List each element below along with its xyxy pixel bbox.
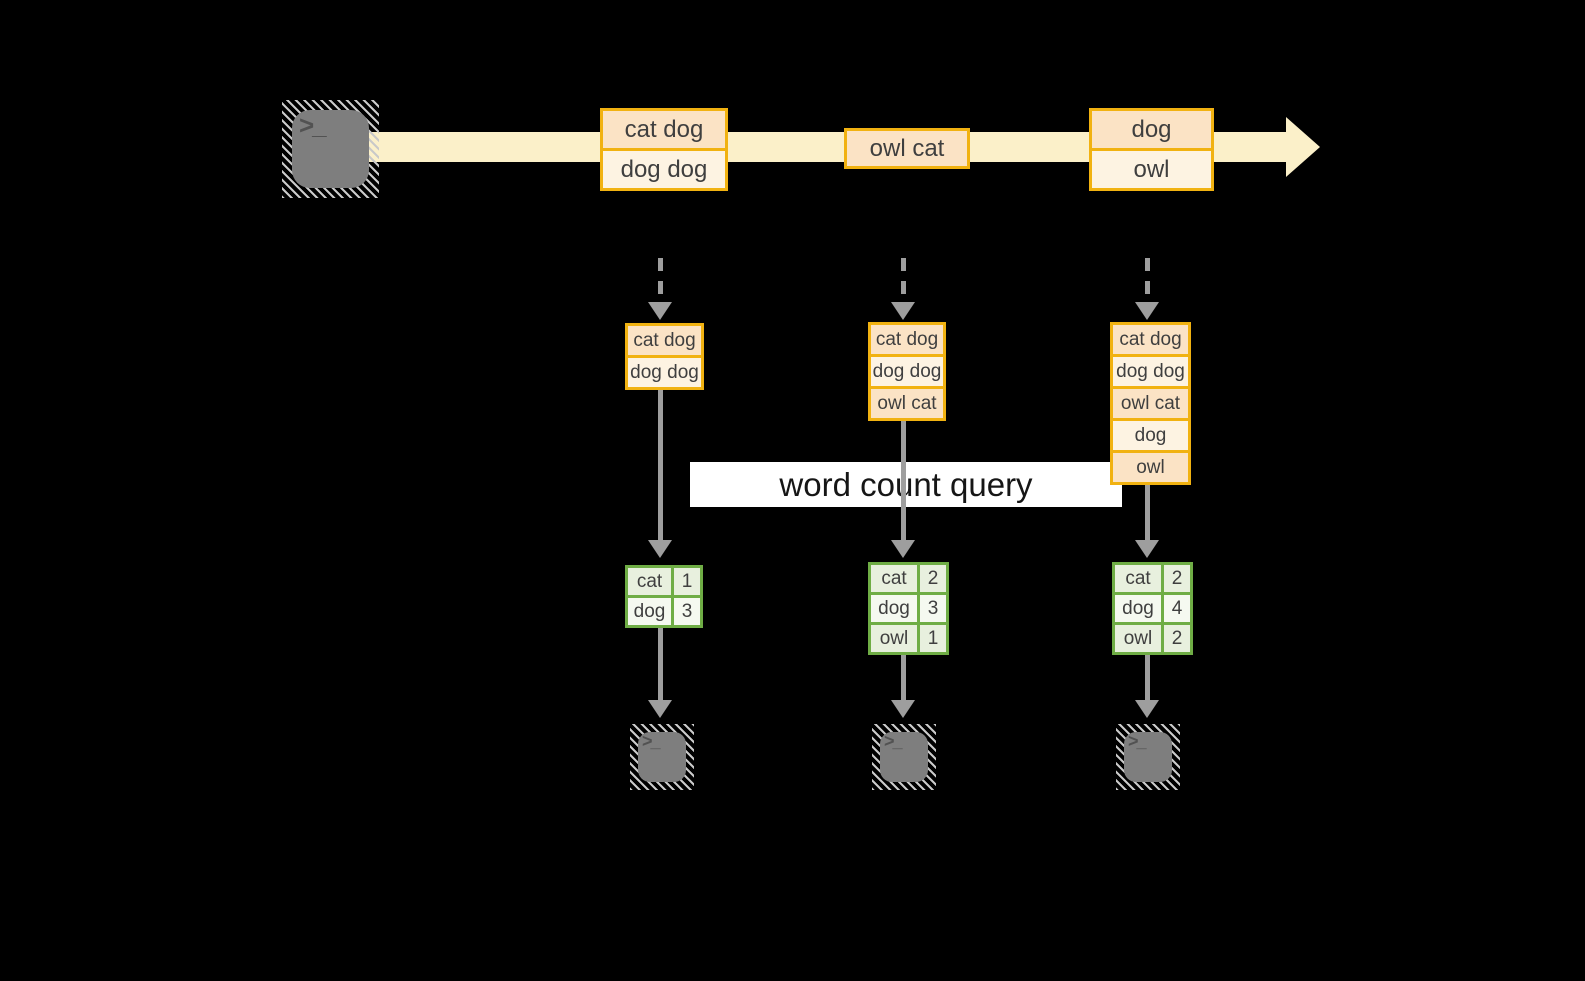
count-table-1: cat 1 dog 3 — [625, 565, 703, 628]
queue-item: cat dog — [871, 325, 943, 354]
ingest-arrow-2 — [901, 258, 906, 302]
stream-batch-3: dog owl — [1089, 108, 1214, 191]
queue-item: owl — [1113, 450, 1188, 482]
word-cell: dog — [628, 598, 671, 625]
count-cell: 2 — [920, 565, 946, 592]
stream-message: owl — [1092, 148, 1211, 188]
query-arrowhead-2 — [891, 540, 915, 558]
word-cell: dog — [871, 595, 917, 622]
queue-item: owl cat — [871, 386, 943, 418]
count-cell: 3 — [920, 595, 946, 622]
queue-item: cat dog — [628, 326, 701, 355]
output-arrowhead-3 — [1135, 700, 1159, 718]
word-cell: cat — [1115, 565, 1161, 592]
stream-message: owl cat — [847, 131, 967, 166]
stream-message: dog dog — [603, 148, 725, 188]
terminal-screen — [1124, 732, 1172, 782]
word-cell: cat — [871, 565, 917, 592]
query-arrow-2 — [901, 417, 906, 540]
count-cell: 1 — [920, 625, 946, 652]
queue-item: cat dog — [1113, 325, 1188, 354]
output-arrow-1 — [658, 626, 663, 700]
message-queue-1: cat dog dog dog — [625, 323, 704, 390]
word-cell: dog — [1115, 595, 1161, 622]
queue-item: dog — [1113, 418, 1188, 450]
ingest-arrow-3 — [1145, 258, 1150, 302]
count-cell: 1 — [674, 568, 700, 595]
ingest-arrowhead-3 — [1135, 302, 1159, 320]
word-cell: owl — [871, 625, 917, 652]
stream-arrowhead-icon — [1286, 117, 1320, 177]
count-cell: 4 — [1164, 595, 1190, 622]
count-cell: 2 — [1164, 565, 1190, 592]
query-arrow-1 — [658, 390, 663, 540]
terminal-screen — [638, 732, 686, 782]
queue-item: dog dog — [1113, 354, 1188, 386]
terminal-screen — [292, 110, 369, 188]
output-arrowhead-2 — [891, 700, 915, 718]
count-table-2: cat 2 dog 3 owl 1 — [868, 562, 949, 655]
message-queue-3: cat dog dog dog owl cat dog owl — [1110, 322, 1191, 485]
output-arrowhead-1 — [648, 700, 672, 718]
stream-message: cat dog — [603, 111, 725, 148]
queue-item: dog dog — [871, 354, 943, 386]
terminal-prompt-icon: >_ — [884, 731, 902, 751]
ingest-arrow-1 — [658, 258, 663, 302]
stream-batch-2: owl cat — [844, 128, 970, 169]
sink-terminal-icon-3: >_ — [1116, 724, 1180, 790]
word-cell: cat — [628, 568, 671, 595]
word-cell: owl — [1115, 625, 1161, 652]
output-arrow-3 — [1145, 653, 1150, 700]
sink-terminal-icon-2: >_ — [872, 724, 936, 790]
output-arrow-2 — [901, 653, 906, 700]
source-terminal-icon: >_ — [282, 100, 379, 198]
queue-item: owl cat — [1113, 386, 1188, 418]
query-arrowhead-3 — [1135, 540, 1159, 558]
query-band: word count query — [690, 462, 1122, 507]
queue-item: dog dog — [628, 355, 701, 387]
terminal-screen — [880, 732, 928, 782]
count-cell: 3 — [674, 598, 700, 625]
ingest-arrowhead-1 — [648, 302, 672, 320]
stream-batch-1: cat dog dog dog — [600, 108, 728, 191]
terminal-prompt-icon: >_ — [642, 731, 660, 751]
count-table-3: cat 2 dog 4 owl 2 — [1112, 562, 1193, 655]
query-arrow-3 — [1145, 478, 1150, 540]
message-queue-2: cat dog dog dog owl cat — [868, 322, 946, 421]
ingest-arrowhead-2 — [891, 302, 915, 320]
stream-message: dog — [1092, 111, 1211, 148]
sink-terminal-icon-1: >_ — [630, 724, 694, 790]
terminal-prompt-icon: >_ — [1128, 731, 1146, 751]
query-arrowhead-1 — [648, 540, 672, 558]
terminal-prompt-icon: >_ — [299, 110, 327, 140]
count-cell: 2 — [1164, 625, 1190, 652]
